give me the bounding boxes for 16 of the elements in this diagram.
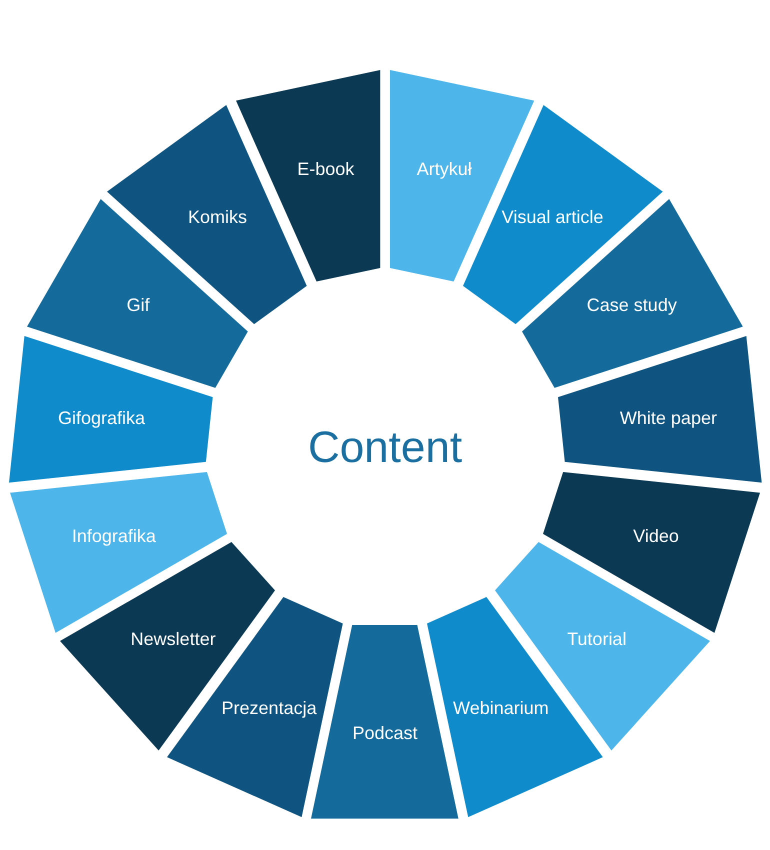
segment-label: Webinarium	[452, 697, 550, 720]
segment-label: Gifografika	[57, 407, 146, 430]
segment-label: Case study	[586, 294, 678, 318]
segment-label: Artykuł	[416, 158, 473, 182]
segment-label: Gif	[126, 294, 151, 318]
segment-label: Tutorial	[566, 628, 628, 651]
segment-label: Infografika	[70, 525, 157, 548]
segment-label: Komiks	[186, 206, 248, 230]
segment-label: Prezentacja	[220, 697, 318, 720]
segment-label: E-book	[296, 158, 356, 182]
segment-label: Newsletter	[130, 628, 217, 651]
segment-label: Video	[632, 525, 680, 548]
segment-label: Podcast	[351, 722, 418, 745]
segment-label: Visual article	[500, 206, 604, 230]
center-label: Content	[308, 423, 462, 473]
segment-label: White paper	[618, 407, 718, 430]
